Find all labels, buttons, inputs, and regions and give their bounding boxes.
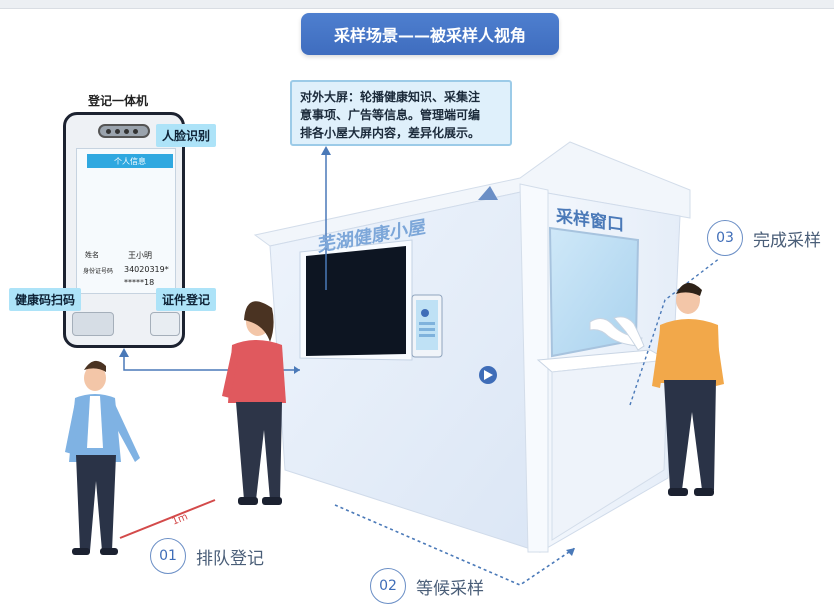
id-value-2: *****18: [124, 278, 155, 287]
card-header: 个人信息: [87, 154, 173, 168]
device-screen: [76, 148, 176, 294]
callout-line-3: 排各小屋大屏内容，差异化展示。: [300, 126, 481, 140]
callout-line-2: 意事项、广告等信息。管理端可编: [300, 108, 481, 122]
exit-path: [629, 257, 721, 406]
health-code-label: 健康码扫码: [9, 288, 82, 311]
person-waiting: [222, 301, 286, 505]
person-registering: [65, 360, 140, 555]
screen-callout: 对外大屏：轮播健康知识、采集注 意事项、广告等信息。管理端可编 排各小屋大屏内容…: [290, 80, 512, 146]
step-1-number: 01: [150, 538, 186, 574]
step-1: 01 排队登记: [150, 538, 264, 574]
id-register-label: 证件登记: [156, 288, 217, 311]
person-completed: [652, 282, 724, 496]
id-value: 34020319*: [124, 265, 169, 274]
page-title: 采样场景——被采样人视角: [301, 13, 559, 55]
id-label: 身份证号码: [83, 268, 114, 275]
queue-path: [334, 504, 576, 586]
step-3: 03 完成采样: [707, 220, 821, 256]
name-value: 王小明: [128, 251, 152, 260]
name-label: 姓名: [85, 251, 99, 259]
device-title: 登记一体机: [88, 94, 149, 108]
id-card-reader: [150, 312, 180, 336]
step-1-text: 排队登记: [196, 548, 264, 569]
step-2-text: 等候采样: [416, 578, 484, 599]
callout-line-1: 对外大屏：轮播健康知识、采集注: [300, 90, 481, 104]
top-bar: [0, 0, 834, 9]
face-recognition-label: 人脸识别: [156, 124, 217, 147]
step-3-number: 03: [707, 220, 743, 256]
distance-marker: [119, 499, 216, 539]
qr-scanner: [72, 312, 114, 336]
step-3-text: 完成采样: [753, 230, 821, 251]
camera-icon: [98, 124, 150, 138]
logo-icon: [478, 186, 498, 200]
step-2: 02 等候采样: [370, 568, 484, 604]
step-2-number: 02: [370, 568, 406, 604]
